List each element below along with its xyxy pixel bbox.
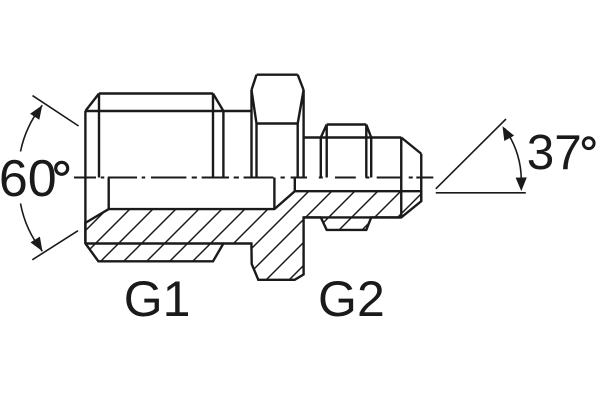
- svg-text:G1: G1: [124, 271, 191, 327]
- svg-text:60: 60: [0, 150, 57, 208]
- svg-text:G2: G2: [318, 271, 385, 327]
- svg-text:37: 37: [527, 125, 582, 180]
